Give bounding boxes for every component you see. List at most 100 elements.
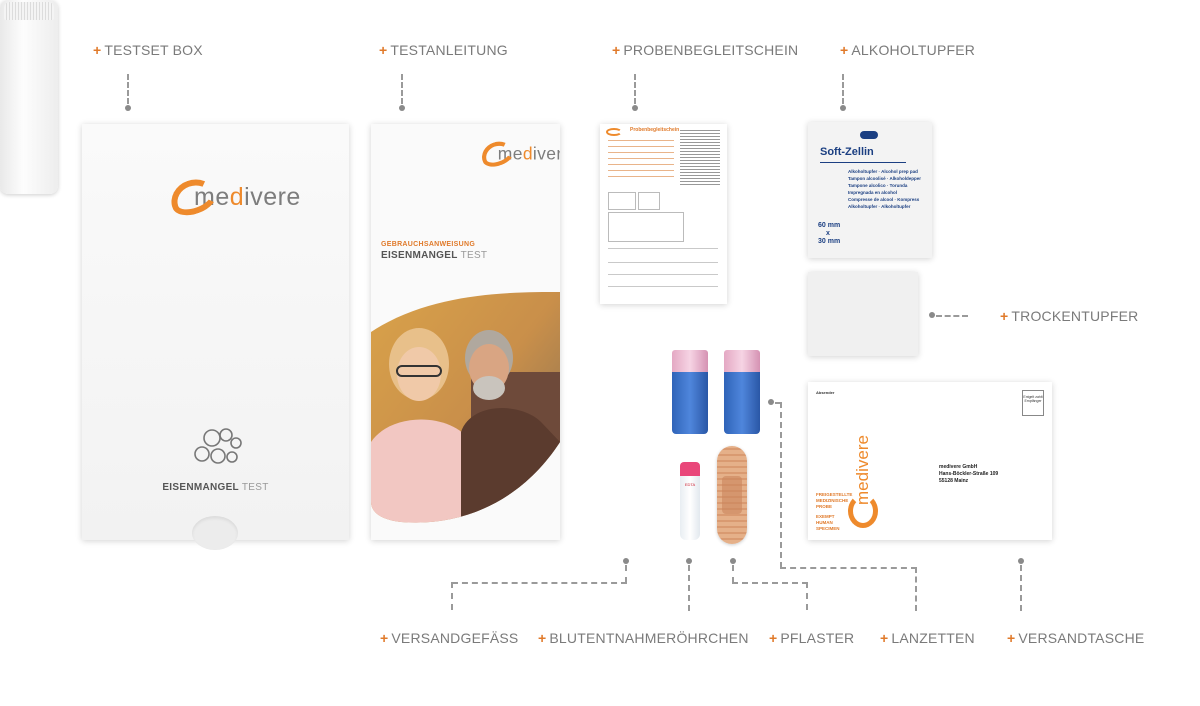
sheet-line — [608, 170, 674, 171]
connector-alkoholtupfer — [842, 74, 844, 104]
logo-wordmark: medivere — [498, 144, 560, 164]
label-text: LANZETTEN — [891, 630, 975, 646]
label-text: VERSANDGEFÄSS — [391, 630, 519, 646]
sheet-line — [608, 286, 718, 287]
lanzette-image — [672, 350, 708, 434]
blood-cells-icon — [194, 428, 242, 464]
versandtasche-image: Absender Entgelt zahlt Empfänger mediver… — [808, 382, 1052, 540]
warning-line: MEDIZINISCHE — [816, 498, 849, 503]
label-alkoholtupfer: +ALKOHOLTUPFER — [840, 42, 975, 58]
label-versandtasche: +VERSANDTASCHE — [1007, 630, 1144, 646]
sheet-line — [608, 152, 674, 153]
sheet-line — [608, 140, 674, 141]
pflaster-image — [717, 446, 747, 544]
manual-product-name: EISENMANGEL TEST — [381, 250, 487, 261]
plus-icon: + — [1000, 308, 1009, 324]
versandgefaess-image — [0, 0, 58, 194]
connector-blutentnahmeroehrchen — [688, 565, 690, 611]
label-text: ALKOHOLTUPFER — [851, 42, 976, 58]
label-trockentupfer: +TROCKENTUPFER — [1000, 308, 1138, 324]
connector-probenbegleitschein — [634, 74, 636, 104]
sheet-box — [638, 192, 660, 210]
swab-size: 60 mm x 30 mm — [818, 222, 840, 246]
logo-text-part: ivere — [244, 182, 301, 211]
logo-wordmark: medivere — [194, 183, 301, 212]
trockentupfer-image — [808, 272, 918, 356]
hartmann-badge — [860, 131, 878, 139]
sheet-line — [608, 146, 674, 147]
label-lanzetten: +LANZETTEN — [880, 630, 975, 646]
logo-text-accent: d — [229, 182, 245, 211]
lancet-cap — [724, 350, 760, 372]
medivere-logo: medivere — [477, 137, 560, 171]
recipient-line: medivere GmbH — [939, 464, 978, 470]
label-text: TESTANLEITUNG — [390, 42, 508, 58]
connector-pflaster — [732, 565, 734, 583]
tube-body: EDTA — [680, 476, 700, 540]
sheet-logo-mark — [606, 128, 622, 136]
connector-dot — [399, 105, 405, 111]
swab-size-a: 60 mm — [818, 222, 841, 229]
sheet-text-block — [680, 130, 720, 186]
sheet-line — [608, 248, 718, 249]
lancet-body — [724, 372, 760, 434]
logo-text-part: ivere — [532, 143, 560, 164]
swab-text: Alkoholtupfer · Alcohol prep pad Tampon … — [848, 168, 921, 210]
plus-icon: + — [840, 42, 849, 58]
sheet-box — [608, 192, 636, 210]
logo-swoosh-icon — [848, 494, 878, 528]
connector-trockentupfer — [936, 315, 968, 317]
warning-line: FREIGESTELLTE — [816, 492, 853, 497]
plus-icon: + — [93, 42, 102, 58]
connector-pflaster — [732, 582, 808, 584]
envelope-stamp: Entgelt zahlt Empfänger — [1022, 390, 1044, 416]
warning-line: HUMAN — [816, 520, 833, 525]
alkoholtupfer-image: Soft-Zellin Alkoholtupfer · Alcohol prep… — [808, 122, 932, 258]
sheet-line — [608, 164, 674, 165]
envelope-sender: Absender — [816, 390, 835, 395]
connector-dot — [686, 558, 692, 564]
vessel-cap — [4, 2, 54, 20]
connector-lanzetten — [780, 567, 917, 569]
swab-brand: Soft-Zellin — [820, 146, 874, 158]
connector-dot — [730, 558, 736, 564]
connector-dot — [623, 558, 629, 564]
connector-versandgefaess — [452, 582, 627, 584]
lanzette-image — [724, 350, 760, 434]
plus-icon: + — [1007, 630, 1016, 646]
label-testset-box: +TESTSET BOX — [93, 42, 203, 58]
manual-kicker: GEBRAUCHSANWEISUNG — [381, 241, 476, 248]
logo-text-accent: d — [522, 143, 533, 164]
label-text: PROBENBEGLEITSCHEIN — [623, 42, 799, 58]
logo-swoosh-icon — [477, 137, 517, 171]
connector-versandgefaess — [451, 582, 453, 610]
envelope-warning-en: EXEMPT HUMAN SPECIMEN — [816, 514, 840, 532]
warning-line: EXEMPT — [816, 514, 835, 519]
label-testanleitung: +TESTANLEITUNG — [379, 42, 508, 58]
logo-swoosh-icon — [165, 173, 221, 221]
sheet-title: Probenbegleitschein — [630, 127, 680, 133]
product-sub: TEST — [460, 250, 488, 261]
swab-text-line: Alkoholtupfer · Alcohol prep pad — [848, 169, 918, 174]
envelope-warning-de: FREIGESTELLTE MEDIZINISCHE PROBE — [816, 492, 852, 510]
label-text: BLUTENTNAHMERÖHRCHEN — [549, 630, 749, 646]
connector-dot — [632, 105, 638, 111]
plus-icon: + — [380, 630, 389, 646]
swab-text-line: Impregnada en alcohol — [848, 190, 898, 195]
connector-dot — [125, 105, 131, 111]
connector-versandgefaess — [625, 565, 627, 583]
label-pflaster: +PFLASTER — [769, 630, 854, 646]
label-versandgefaess: +VERSANDGEFÄSS — [380, 630, 518, 646]
testset-box-image: medivere EISENMANGEL TEST — [82, 124, 349, 550]
sheet-line — [608, 158, 674, 159]
plus-icon: + — [769, 630, 778, 646]
plus-icon: + — [880, 630, 889, 646]
swab-text-line: Compresse de alcool · Kompress — [848, 197, 920, 202]
logo-text-part: me — [194, 182, 230, 211]
sheet-line — [608, 262, 718, 263]
blutentnahmeroehrchen-image: EDTA — [680, 462, 700, 540]
swab-size-b: 30 mm — [818, 238, 841, 245]
tube-cap — [680, 462, 700, 476]
envelope-medivere-logo: medivere — [846, 435, 886, 528]
logo-wordmark: medivere — [853, 435, 873, 505]
